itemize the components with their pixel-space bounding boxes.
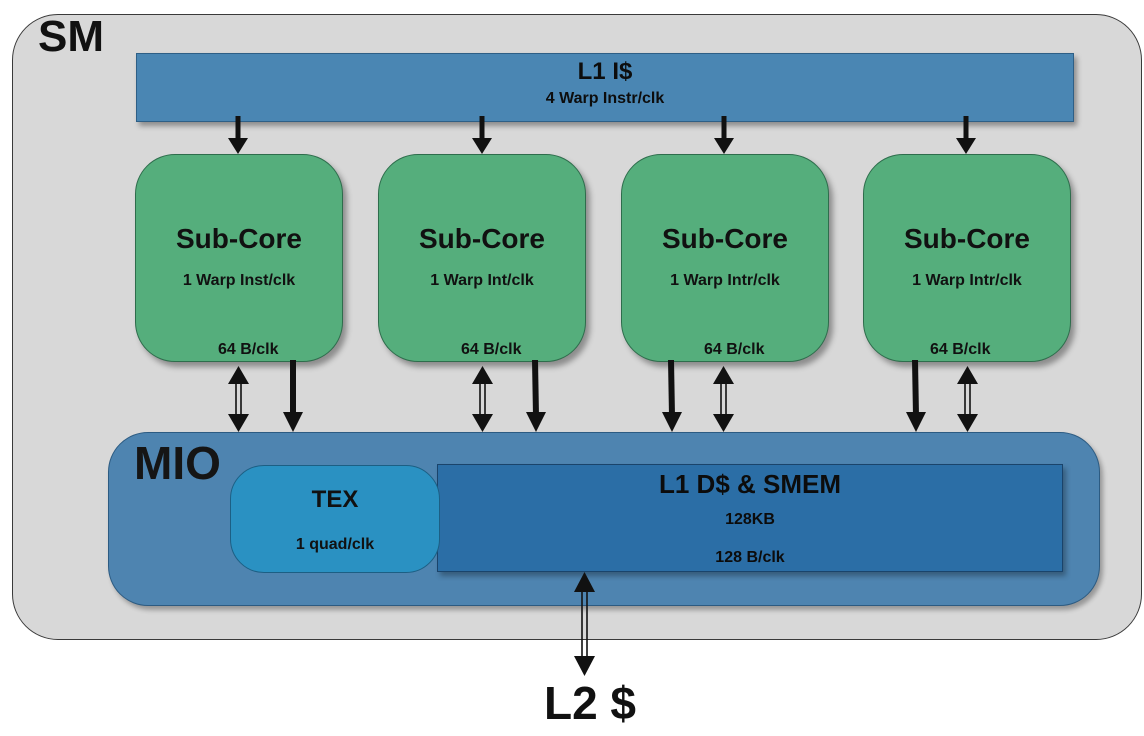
- l1-instruction-cache: L1 I$ 4 Warp Instr/clk: [136, 53, 1074, 122]
- sm-label: SM: [38, 12, 104, 61]
- subcore-mio-arrows: [228, 359, 978, 432]
- l1d-size: 128KB: [725, 511, 775, 528]
- subcore-bandwidth: 64 B/clk: [930, 341, 991, 358]
- l2-cache-label: L2 $: [543, 677, 637, 729]
- tex-rate: 1 quad/clk: [295, 536, 375, 553]
- subcore-bandwidth: 64 B/clk: [218, 341, 279, 358]
- l1-icache-title: L1 I$: [577, 58, 633, 85]
- subcore-rate: 1 Warp Intr/clk: [912, 272, 1022, 289]
- tex-unit: TEX 1 quad/clk: [230, 465, 440, 573]
- subcore-2: Sub-Core 1 Warp Int/clk 64 B/clk: [378, 154, 586, 362]
- l1-icache-rate: 4 Warp Instr/clk: [545, 90, 665, 107]
- arrow-head: [472, 138, 492, 154]
- l1d-bandwidth: 128 B/clk: [715, 549, 785, 566]
- oneway-arrow-2: [526, 359, 546, 432]
- subcore-rate: 1 Warp Intr/clk: [670, 272, 780, 289]
- l1-data-cache-smem: L1 D$ & SMEM 128KB 128 B/clk: [437, 464, 1063, 572]
- oneway-arrow-4: [906, 359, 926, 432]
- bidir-arrow-2: [472, 366, 493, 432]
- l1d-to-l2-arrow: [574, 572, 595, 676]
- mio-label: MIO: [134, 437, 221, 489]
- subcore-rate: 1 Warp Inst/clk: [182, 272, 296, 289]
- subcore-1: Sub-Core 1 Warp Inst/clk 64 B/clk: [135, 154, 343, 362]
- subcore-rate: 1 Warp Int/clk: [430, 272, 534, 289]
- subcore-bandwidth: 64 B/clk: [461, 341, 522, 358]
- bidir-arrow-3: [713, 366, 734, 432]
- subcore-name: Sub-Core: [662, 223, 788, 254]
- arrow-head: [956, 138, 976, 154]
- bidir-arrow-1: [228, 366, 249, 432]
- oneway-arrow-3: [662, 359, 682, 432]
- subcore-name: Sub-Core: [419, 223, 545, 254]
- subcore-name: Sub-Core: [176, 223, 302, 254]
- subcore-name: Sub-Core: [904, 223, 1030, 254]
- icache-to-subcore-arrows: [228, 116, 976, 154]
- bidir-arrow-4: [957, 366, 978, 432]
- tex-title: TEX: [311, 486, 359, 513]
- oneway-arrow-1: [283, 360, 303, 432]
- l1d-title: L1 D$ & SMEM: [658, 469, 842, 499]
- arrow-head: [714, 138, 734, 154]
- subcore-4: Sub-Core 1 Warp Intr/clk 64 B/clk: [863, 154, 1071, 362]
- arrow-head: [228, 138, 248, 154]
- subcore-3: Sub-Core 1 Warp Intr/clk 64 B/clk: [621, 154, 829, 362]
- subcore-bandwidth: 64 B/clk: [704, 341, 765, 358]
